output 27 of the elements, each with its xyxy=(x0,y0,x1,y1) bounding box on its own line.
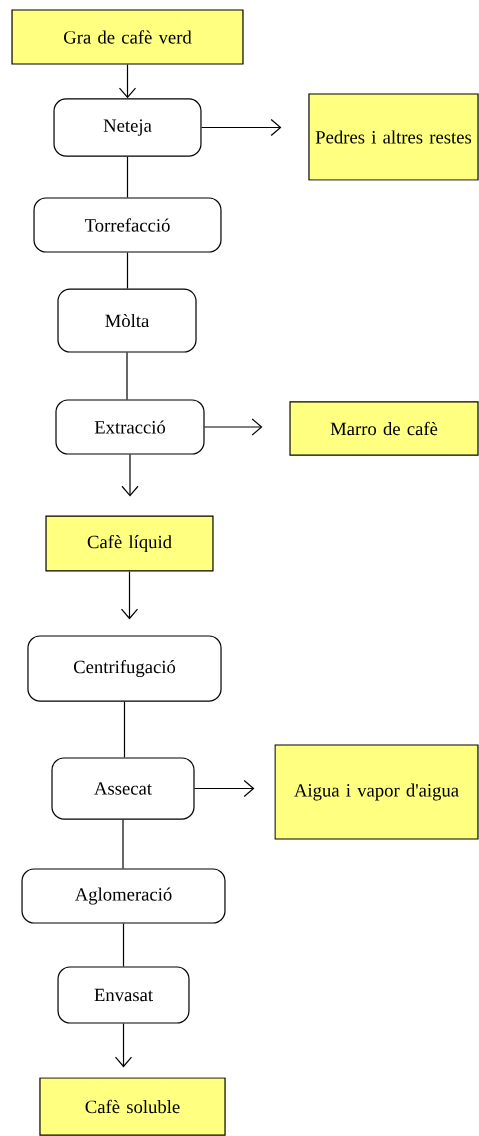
process-box: Torrefacció xyxy=(33,197,222,253)
arrow xyxy=(200,118,282,137)
process-box: Mòlta xyxy=(57,288,197,353)
product-box: Marro de cafè xyxy=(289,401,479,456)
connector-line xyxy=(122,819,124,869)
connector-line xyxy=(126,156,129,198)
process-box: Assecat xyxy=(51,757,195,820)
arrow xyxy=(204,418,263,436)
arrow xyxy=(118,64,137,99)
arrow xyxy=(194,779,255,798)
product-box: Gra de cafè verd xyxy=(11,9,244,65)
product-box: Cafè líquid xyxy=(45,515,214,572)
process-box: Extracció xyxy=(55,399,205,455)
product-box: Cafè soluble xyxy=(39,1077,226,1136)
process-box: Neteja xyxy=(53,98,202,157)
process-box: Centrifugació xyxy=(27,635,222,702)
connector-line xyxy=(123,701,126,758)
process-box: Aglomeració xyxy=(21,868,226,924)
product-box: Aigua i vapor d'aigua xyxy=(274,744,479,840)
connector-line xyxy=(126,252,129,290)
connector-line xyxy=(122,923,125,967)
arrow xyxy=(120,571,139,620)
connector-line xyxy=(126,351,128,400)
product-box: Pedres i altres restes xyxy=(308,93,479,181)
process-box: Envasat xyxy=(57,966,190,1024)
arrow xyxy=(114,1023,133,1068)
arrow xyxy=(121,454,139,497)
